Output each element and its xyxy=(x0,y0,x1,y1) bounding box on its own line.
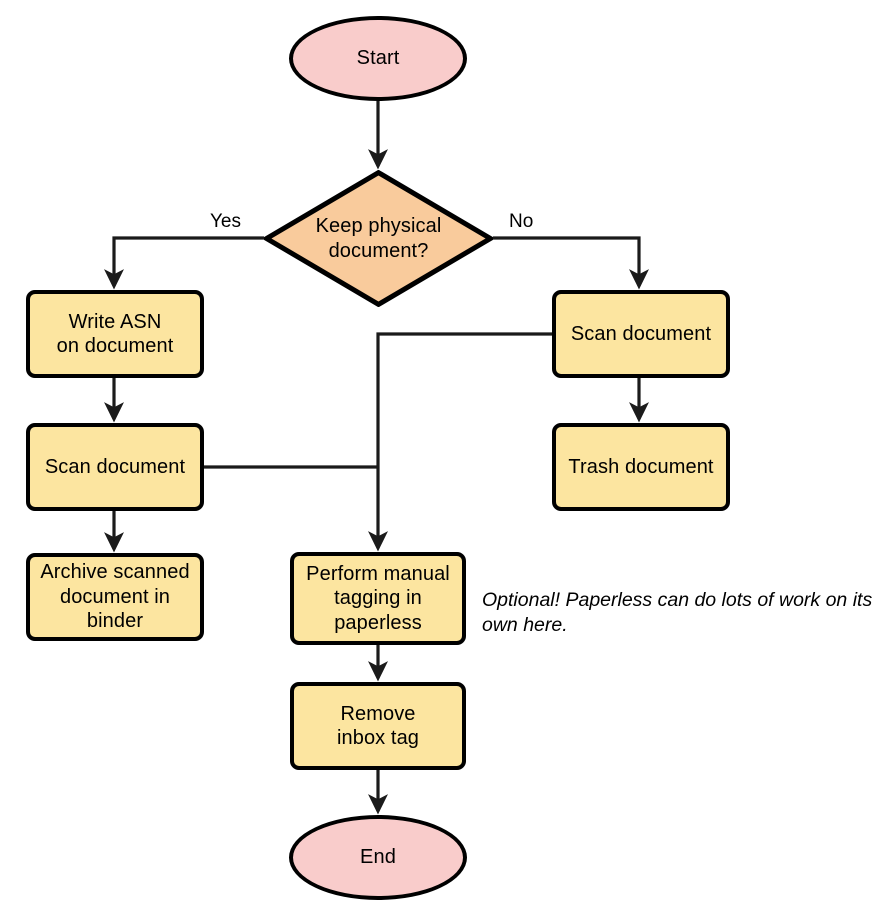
node-archive-scanned-document[interactable]: Archive scanned document in binder xyxy=(26,553,204,641)
node-trash-document[interactable]: Trash document xyxy=(552,423,730,511)
node-scan-document-right[interactable]: Scan document xyxy=(552,290,730,378)
node-start-label: Start xyxy=(356,47,400,70)
node-perform-manual-tagging-label: Perform manual tagging in paperless xyxy=(306,562,450,634)
node-remove-inbox-tag-label: Remove inbox tag xyxy=(336,702,420,749)
node-write-asn-on-document[interactable]: Write ASN on document xyxy=(26,290,204,378)
annotation-optional-note: Optional! Paperless can do lots of work … xyxy=(482,589,873,637)
node-trash-document-label: Trash document xyxy=(568,455,714,478)
node-perform-manual-tagging[interactable]: Perform manual tagging in paperless xyxy=(290,552,466,645)
edge-decision-yes xyxy=(104,236,264,290)
node-keep-physical-document-label: Keep physical document? xyxy=(315,215,442,262)
node-keep-physical-document[interactable]: Keep physical document? xyxy=(264,170,493,307)
node-start[interactable]: Start xyxy=(289,16,467,101)
edge-scanright-to-tagging xyxy=(368,332,552,552)
node-end-label: End xyxy=(360,846,396,869)
node-archive-scanned-document-label: Archive scanned document in binder xyxy=(40,561,190,633)
node-scan-document-left[interactable]: Scan document xyxy=(26,423,204,511)
edge-label-yes: Yes xyxy=(210,211,241,232)
node-scan-document-left-label: Scan document xyxy=(44,455,186,478)
edge-decision-no xyxy=(493,236,649,290)
edge-label-no: No xyxy=(509,211,534,232)
node-remove-inbox-tag[interactable]: Remove inbox tag xyxy=(290,682,466,770)
node-scan-document-right-label: Scan document xyxy=(570,322,712,345)
diamond-shape xyxy=(264,170,493,307)
node-write-asn-on-document-label: Write ASN on document xyxy=(56,310,174,357)
node-end[interactable]: End xyxy=(289,815,467,900)
